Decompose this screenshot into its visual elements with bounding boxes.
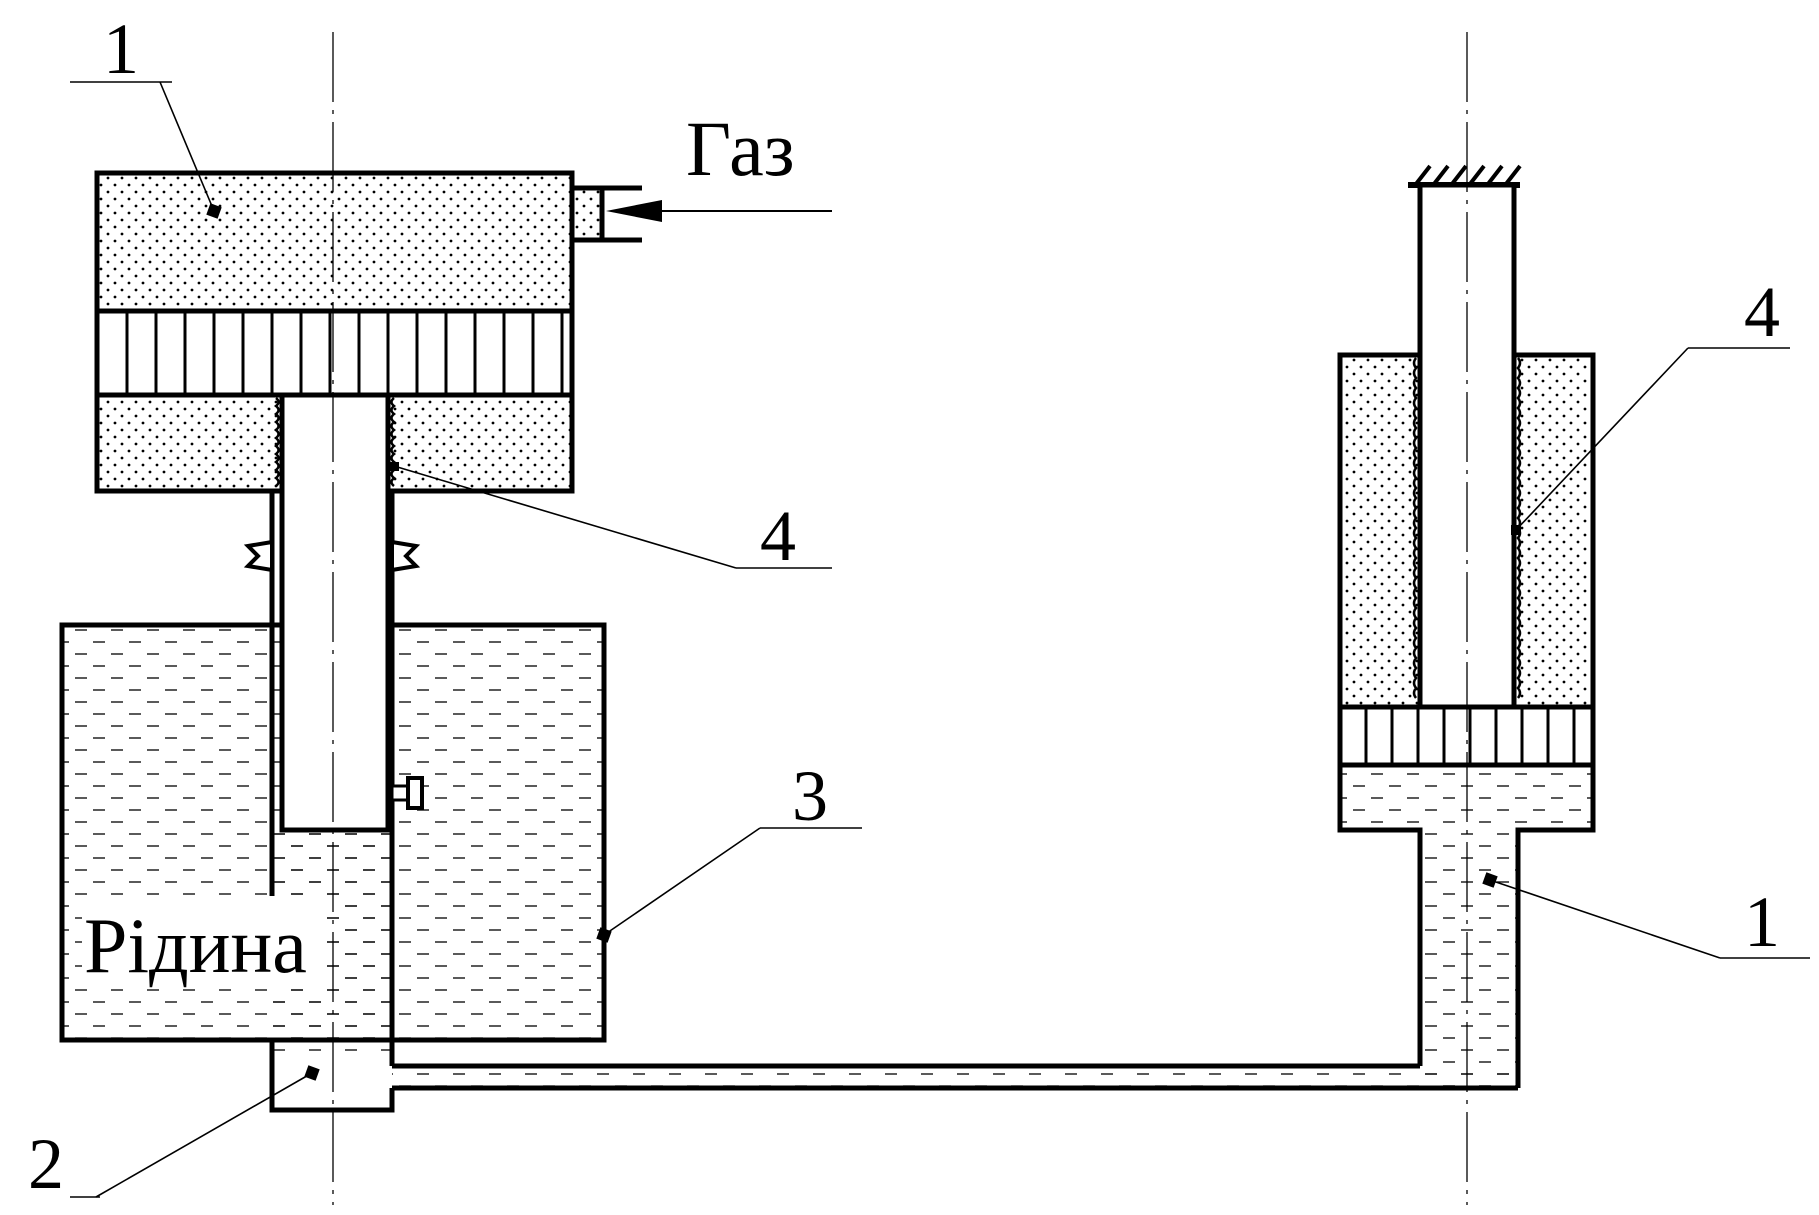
center-lines (332, 32, 1468, 1205)
bottom-chamber-outline (269, 1040, 395, 1113)
valve-handle (390, 776, 424, 810)
leader-lines (70, 81, 1810, 1198)
callout-2: 2 (28, 1124, 64, 1204)
callout-3: 3 (792, 756, 828, 836)
left-plunger-rod (279, 392, 391, 833)
callout-1-top: 1 (103, 9, 139, 89)
connecting-pipe (392, 1063, 1518, 1091)
gas-inlet-nozzle (569, 173, 642, 255)
right-chamber-outline (1337, 765, 1423, 1066)
left-piston (94, 308, 575, 398)
gas-chamber-upper (94, 170, 575, 314)
liquid-label: Рідина (84, 902, 307, 989)
right-chamber-outline-right (1515, 765, 1596, 1088)
rod-clamp (243, 539, 421, 573)
callout-4-mid: 4 (760, 496, 796, 576)
gas-label: Газ (686, 105, 795, 192)
fixed-support (1408, 164, 1522, 188)
gas-flow-arrow (606, 200, 832, 222)
liquid-label-background (82, 898, 326, 984)
callout-4-right: 4 (1744, 272, 1780, 352)
right-liquid-chamber (1340, 765, 1593, 1088)
callout-1-right: 1 (1744, 882, 1780, 962)
